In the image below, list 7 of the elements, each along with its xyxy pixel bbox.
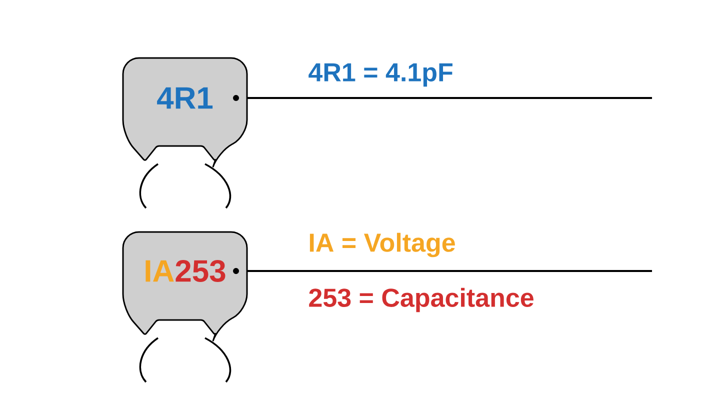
- leader-line: [247, 97, 652, 99]
- label-text: 253 = Capacitance: [309, 288, 534, 312]
- label-text: IA = Voltage: [310, 232, 455, 258]
- capacitor: IA253: [122, 231, 248, 383]
- label-text: 4R1 = 4.1pF: [308, 63, 452, 87]
- leader-line: [247, 270, 652, 272]
- capacitor: 4R1: [122, 57, 248, 209]
